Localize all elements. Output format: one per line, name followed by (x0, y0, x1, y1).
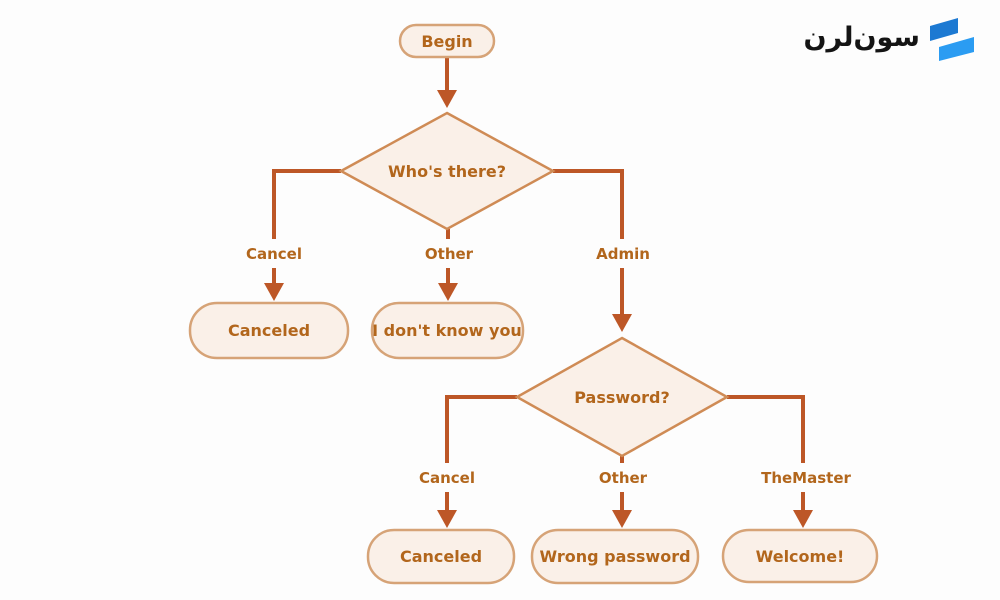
edge-label-other-2: Other (599, 469, 648, 487)
node-dont-know-label: I don't know you (372, 321, 522, 340)
logo-icon-top-shape (930, 18, 958, 41)
node-begin-label: Begin (421, 32, 472, 51)
logo-icon-bottom-shape (939, 37, 974, 61)
node-dont-know-shape (370, 301, 525, 360)
nodes (188, 23, 879, 585)
edge-label-themaster: TheMaster (761, 469, 851, 487)
edge-label-admin: Admin (596, 245, 650, 263)
node-labels: Begin Who's there? Canceled I don't know… (228, 32, 844, 566)
arrowhead-password-welcome (793, 510, 813, 528)
sevenlearn-logo-icon (930, 18, 974, 61)
edge-whosthere-canceled1-line (272, 169, 341, 239)
node-wrong-password-label: Wrong password (539, 547, 690, 566)
arrowhead-password-canceled2 (437, 510, 457, 528)
arrowhead-begin-whosthere (437, 90, 457, 108)
node-password-label: Password? (574, 388, 670, 407)
sevenlearn-logo-text: سون‌لرن (803, 22, 920, 53)
node-canceled2-label: Canceled (400, 547, 482, 566)
node-canceled2-shape (366, 528, 516, 585)
edge-password-canceled2-line (445, 395, 517, 463)
node-wrong-password-shape (530, 528, 700, 585)
node-canceled1-shape (188, 301, 350, 360)
node-welcome-label: Welcome! (756, 547, 845, 566)
edges (264, 57, 813, 528)
arrowhead-whosthere-dontknow (438, 283, 458, 301)
edge-password-welcome-line (727, 395, 805, 463)
edge-label-cancel-1: Cancel (246, 245, 302, 263)
node-begin-shape (398, 23, 496, 59)
arrowhead-whosthere-password (612, 314, 632, 332)
edge-whosthere-password-line (553, 169, 624, 239)
node-password-shape (514, 336, 730, 458)
node-welcome-shape (721, 528, 879, 584)
arrowhead-whosthere-canceled1 (264, 283, 284, 301)
arrowhead-password-wrongpassword (612, 510, 632, 528)
edge-labels: Cancel Other Admin Cancel Other TheMaste… (246, 245, 852, 487)
node-whos-there-label: Who's there? (388, 162, 506, 181)
edge-label-cancel-2: Cancel (419, 469, 475, 487)
node-whos-there-shape (338, 111, 556, 231)
edge-label-other-1: Other (425, 245, 474, 263)
node-canceled1-label: Canceled (228, 321, 310, 340)
sevenlearn-logo: سون‌لرن (803, 18, 974, 61)
